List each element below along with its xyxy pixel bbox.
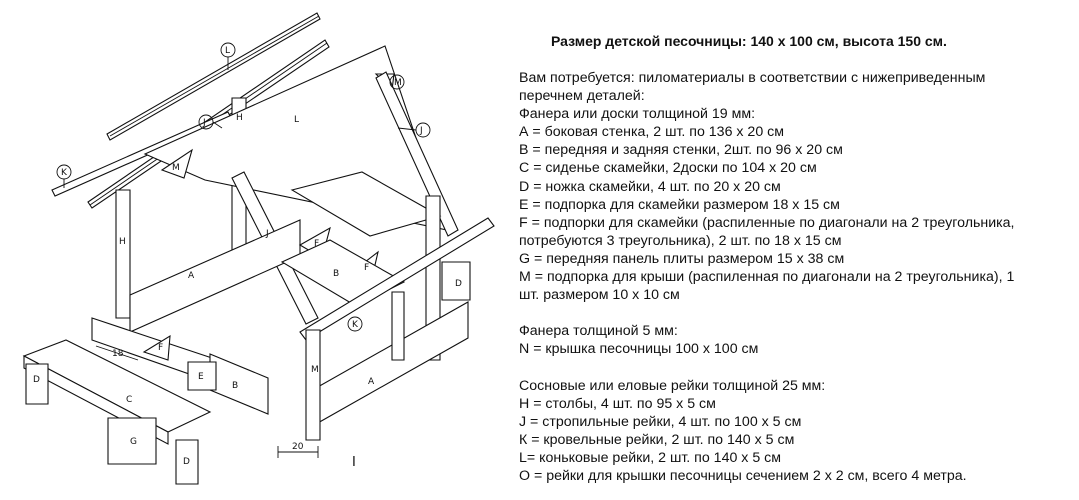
parts-list-line: М = подпорка для крыши (распиленная по д… bbox=[519, 269, 1015, 286]
bench-support-F bbox=[142, 334, 171, 361]
label-J-circle: J bbox=[202, 118, 206, 128]
parts-list-line: F = подпорки для скамейки (распиленные п… bbox=[519, 214, 1015, 231]
sandbox-assembly-drawing: L J K M J K L H H M J A F F B D M A F E … bbox=[22, 12, 495, 485]
cursor-mark: I bbox=[352, 455, 356, 470]
parts-list-line bbox=[519, 359, 1014, 377]
parts-list-line: G = передняя панель плиты размером 15 х … bbox=[519, 250, 845, 267]
label-D-left: D bbox=[33, 375, 40, 385]
front-wall-B bbox=[209, 353, 269, 415]
parts-list-line: С = сиденье скамейки, 2доски по 104 х 20… bbox=[519, 160, 817, 177]
label-E: E bbox=[198, 372, 204, 382]
rafter-right bbox=[375, 71, 459, 237]
label-L-circle: L bbox=[225, 46, 230, 56]
label-F-2: F bbox=[364, 263, 369, 273]
parts-list-line: N = крышка песочницы 100 х 100 см bbox=[519, 341, 759, 358]
bench-leg-D bbox=[25, 363, 49, 405]
bench-support-E bbox=[187, 361, 217, 391]
roof-support-triangle bbox=[160, 148, 193, 179]
label-H-back: H bbox=[236, 113, 243, 123]
front-panel-right bbox=[441, 261, 471, 301]
parts-list-line: шт. размером 10 х 10 см bbox=[519, 287, 680, 304]
parts-list-line: потребуются 3 треугольника), 2 шт. по 18… bbox=[519, 232, 842, 249]
parts-list-line: Сосновые или еловые рейки толщиной 25 мм… bbox=[519, 377, 826, 394]
parts-list-line: О = рейки для крышки песочницы сечением … bbox=[519, 468, 967, 485]
label-M-low: M bbox=[311, 365, 319, 375]
rafter-lower-right bbox=[299, 217, 495, 341]
label-B-center: B bbox=[333, 269, 339, 279]
label-G: G bbox=[130, 437, 137, 447]
parts-list-column: Размер детской песочницы: 140 х 100 см, … bbox=[519, 0, 1077, 500]
label-D-bottom: D bbox=[183, 457, 190, 467]
side-wall-back bbox=[129, 219, 301, 333]
parts-list-line: L= коньковые рейки, 2 шт. по 140 х 5 см bbox=[519, 449, 782, 466]
label-K-circle-2: K bbox=[352, 320, 359, 330]
label-A-back: A bbox=[188, 271, 195, 281]
parts-list-line: Вам потребуется: пиломатериалы в соответ… bbox=[519, 70, 986, 86]
label-L-panel: L bbox=[294, 115, 299, 125]
parts-list-line: J = стропильные рейки, 4 шт. по 100 х 5 … bbox=[519, 413, 802, 430]
dimension-18: 18 bbox=[112, 349, 124, 359]
parts-list-line: К = кровельные рейки, 2 шт. по 140 х 5 с… bbox=[519, 431, 795, 448]
label-F-front: F bbox=[158, 343, 163, 353]
label-A-front: A bbox=[368, 377, 375, 387]
dimension-20: 20 bbox=[292, 442, 304, 452]
label-M-circle: M bbox=[394, 78, 402, 88]
parts-list-line: А = боковая стенка, 2 шт. по 136 х 20 см bbox=[519, 124, 785, 141]
post-front-low bbox=[305, 329, 321, 441]
label-B-front: B bbox=[232, 381, 238, 391]
parts-list-line bbox=[519, 304, 1014, 322]
bench-leg-right bbox=[391, 291, 405, 361]
label-M: M bbox=[172, 163, 180, 173]
label-K-circle: K bbox=[61, 168, 68, 178]
parts-list: Вам потребуется: пиломатериалы в соответ… bbox=[519, 69, 1014, 485]
front-panel-G bbox=[107, 417, 157, 465]
parts-list-line: E = подпорка для скамейки размером 18 х … bbox=[519, 196, 840, 213]
label-D-right: D bbox=[455, 279, 462, 289]
parts-list-line: В = передняя и задняя стенки, 2шт. по 96… bbox=[519, 142, 843, 159]
parts-list-line: Фанера толщиной 5 мм: bbox=[519, 323, 678, 340]
parts-list-line: Н = столбы, 4 шт. по 95 х 5 см bbox=[519, 395, 716, 412]
parts-list-line: Фанера или доски толщиной 19 мм: bbox=[519, 106, 756, 123]
page-title: Размер детской песочницы: 140 х 100 см, … bbox=[551, 33, 947, 49]
label-F-1: F bbox=[314, 239, 319, 249]
parts-list-line: перечнем деталей: bbox=[519, 88, 645, 105]
post-front-right bbox=[425, 195, 441, 361]
label-J-diag: J bbox=[265, 229, 269, 239]
parts-list-line: D = ножка скамейки, 4 шт. по 20 х 20 см bbox=[519, 178, 781, 195]
label-C: C bbox=[126, 395, 132, 405]
label-H-left: H bbox=[119, 237, 126, 247]
post-front-left bbox=[115, 189, 131, 319]
bench-leg-D-2 bbox=[175, 439, 199, 485]
label-J-circle-2: J bbox=[419, 126, 423, 136]
